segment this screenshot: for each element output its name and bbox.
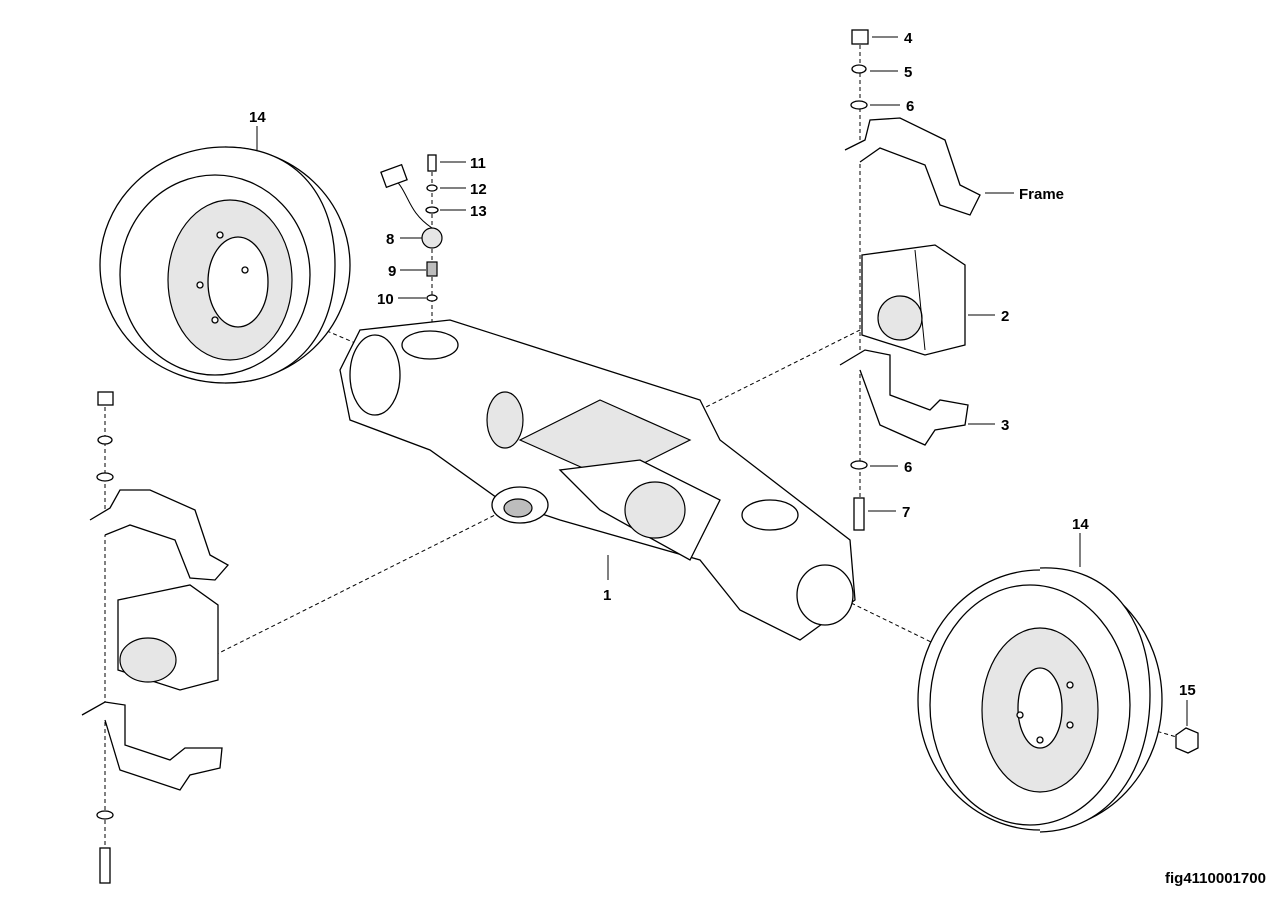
svg-text:12: 12 xyxy=(470,181,487,198)
callout-8: 8 xyxy=(386,231,422,248)
svg-text:9: 9 xyxy=(388,263,396,280)
callout-14-left: 14 xyxy=(249,109,266,150)
svg-text:14: 14 xyxy=(249,109,266,126)
svg-text:3: 3 xyxy=(1001,417,1009,434)
callout-5: 5 xyxy=(870,64,912,81)
wheel-left xyxy=(99,146,351,384)
callout-14-right: 14 xyxy=(1072,516,1089,567)
callout-15: 15 xyxy=(1179,682,1196,726)
svg-text:Frame: Frame xyxy=(1019,186,1064,203)
mount-block-left xyxy=(117,584,219,691)
bracket-lower-left xyxy=(81,701,223,791)
svg-text:13: 13 xyxy=(470,203,487,220)
figure-id: fig4110001700 xyxy=(1165,870,1266,887)
callout-4: 4 xyxy=(872,30,913,47)
svg-text:7: 7 xyxy=(902,504,910,521)
callout-7: 7 xyxy=(868,504,910,521)
svg-text:6: 6 xyxy=(906,98,914,115)
callout-10: 10 xyxy=(377,291,426,308)
axle-housing xyxy=(339,319,856,641)
bracket-lower-right xyxy=(839,349,969,446)
svg-text:10: 10 xyxy=(377,291,394,308)
svg-text:11: 11 xyxy=(470,155,486,172)
callout-2: 2 xyxy=(968,308,1009,325)
svg-text:8: 8 xyxy=(386,231,394,248)
svg-text:15: 15 xyxy=(1179,682,1196,699)
callout-11: 11 xyxy=(440,155,486,172)
callout-12: 12 xyxy=(440,181,487,198)
callout-13: 13 xyxy=(440,203,487,220)
callout-6-lower: 6 xyxy=(870,459,912,476)
svg-text:1: 1 xyxy=(603,587,611,604)
bracket-upper-right xyxy=(844,117,981,216)
svg-text:6: 6 xyxy=(904,459,912,476)
callout-3: 3 xyxy=(968,417,1009,434)
hardware xyxy=(96,29,1199,884)
callout-1: 1 xyxy=(603,555,611,604)
svg-text:4: 4 xyxy=(904,30,913,47)
svg-text:14: 14 xyxy=(1072,516,1089,533)
svg-text:5: 5 xyxy=(904,64,912,81)
wheel-right xyxy=(917,567,1163,833)
callout-6-top: 6 xyxy=(870,98,914,115)
bracket-upper-left xyxy=(89,489,230,581)
svg-text:2: 2 xyxy=(1001,308,1009,325)
callout-frame: Frame xyxy=(985,186,1064,203)
mount-block-right xyxy=(861,244,966,356)
callout-9: 9 xyxy=(388,263,426,280)
